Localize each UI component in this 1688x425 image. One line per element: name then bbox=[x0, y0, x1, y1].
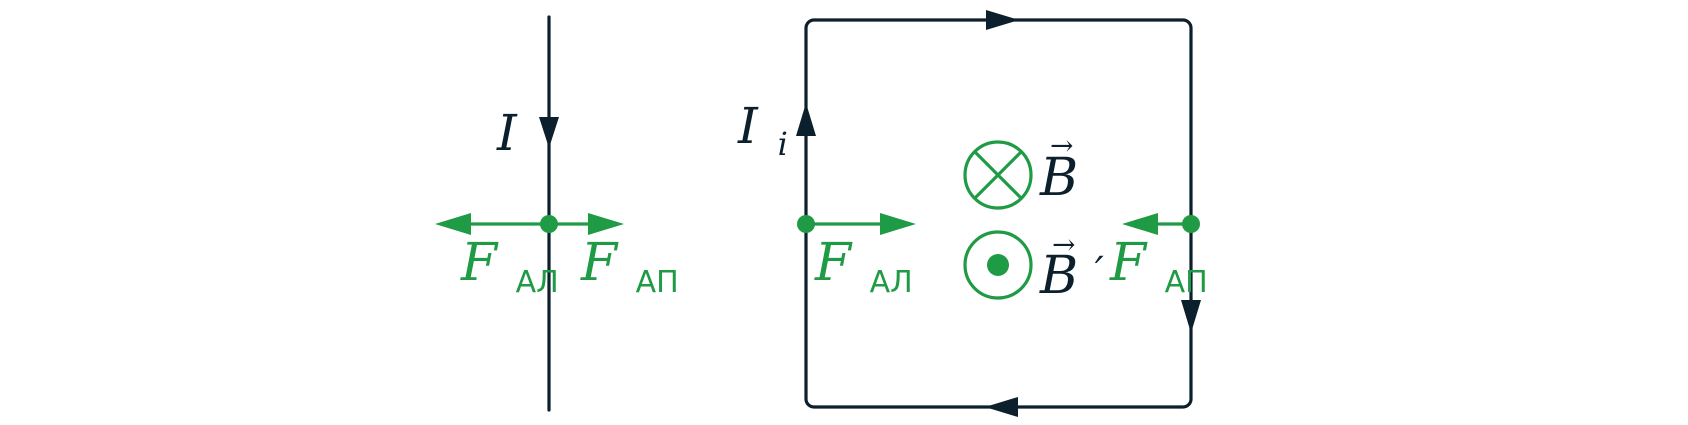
induced-current-label: I i bbox=[737, 97, 788, 163]
field-label: B bbox=[1039, 148, 1078, 208]
force-arrow-right-icon bbox=[588, 213, 624, 235]
loop-arrow-bottom-icon bbox=[985, 397, 1018, 417]
force-subscript-attract: АЛ bbox=[870, 265, 913, 300]
force-symbol: F bbox=[580, 233, 619, 293]
force-label-repel-left-wire: F АП bbox=[580, 233, 679, 300]
loop-force-arrow-left-icon bbox=[1122, 213, 1158, 235]
loop-arrow-top-icon bbox=[986, 10, 1019, 30]
force-label-attract-loop: F АЛ bbox=[814, 233, 913, 300]
loop-group: I i F АЛ F АП → B bbox=[737, 10, 1208, 417]
current-arrow-down-icon bbox=[539, 117, 559, 148]
loop-force-arrow-right-icon bbox=[880, 213, 916, 235]
induced-current-subscript: i bbox=[778, 125, 788, 163]
induced-current-symbol: I bbox=[737, 97, 759, 155]
induced-field-prime: ′ bbox=[1095, 249, 1104, 295]
field-vector-arrow: → bbox=[1050, 129, 1073, 162]
force-label-attract-left: F АЛ bbox=[460, 233, 559, 300]
current-label: I bbox=[496, 104, 518, 162]
straight-wire-group: I F АЛ F АП bbox=[435, 15, 679, 412]
force-subscript-repel: АП bbox=[1165, 265, 1208, 300]
force-label-repel-loop: F АП bbox=[1109, 233, 1208, 300]
force-symbol: F bbox=[1109, 233, 1148, 293]
force-symbol: F bbox=[460, 233, 499, 293]
induced-field-symbol: B bbox=[1039, 246, 1078, 306]
force-arrow-left-icon bbox=[435, 213, 471, 235]
loop-arrow-left-icon bbox=[796, 103, 816, 136]
induced-field-label: B ′ bbox=[1039, 246, 1104, 306]
circle-cross-icon bbox=[963, 140, 1033, 210]
circle-dot-icon bbox=[963, 230, 1033, 300]
current-loop bbox=[804, 18, 1193, 409]
contact-point-loop-left bbox=[797, 215, 815, 233]
induced-field-vector-arrow: → bbox=[1052, 228, 1075, 261]
force-symbol: F bbox=[814, 233, 853, 293]
force-subscript-attract: АЛ bbox=[516, 265, 559, 300]
contact-point-loop-right bbox=[1182, 215, 1200, 233]
force-subscript-repel: АП bbox=[636, 265, 679, 300]
loop-arrow-right-icon bbox=[1181, 300, 1201, 333]
contact-point-left-wire bbox=[540, 215, 558, 233]
